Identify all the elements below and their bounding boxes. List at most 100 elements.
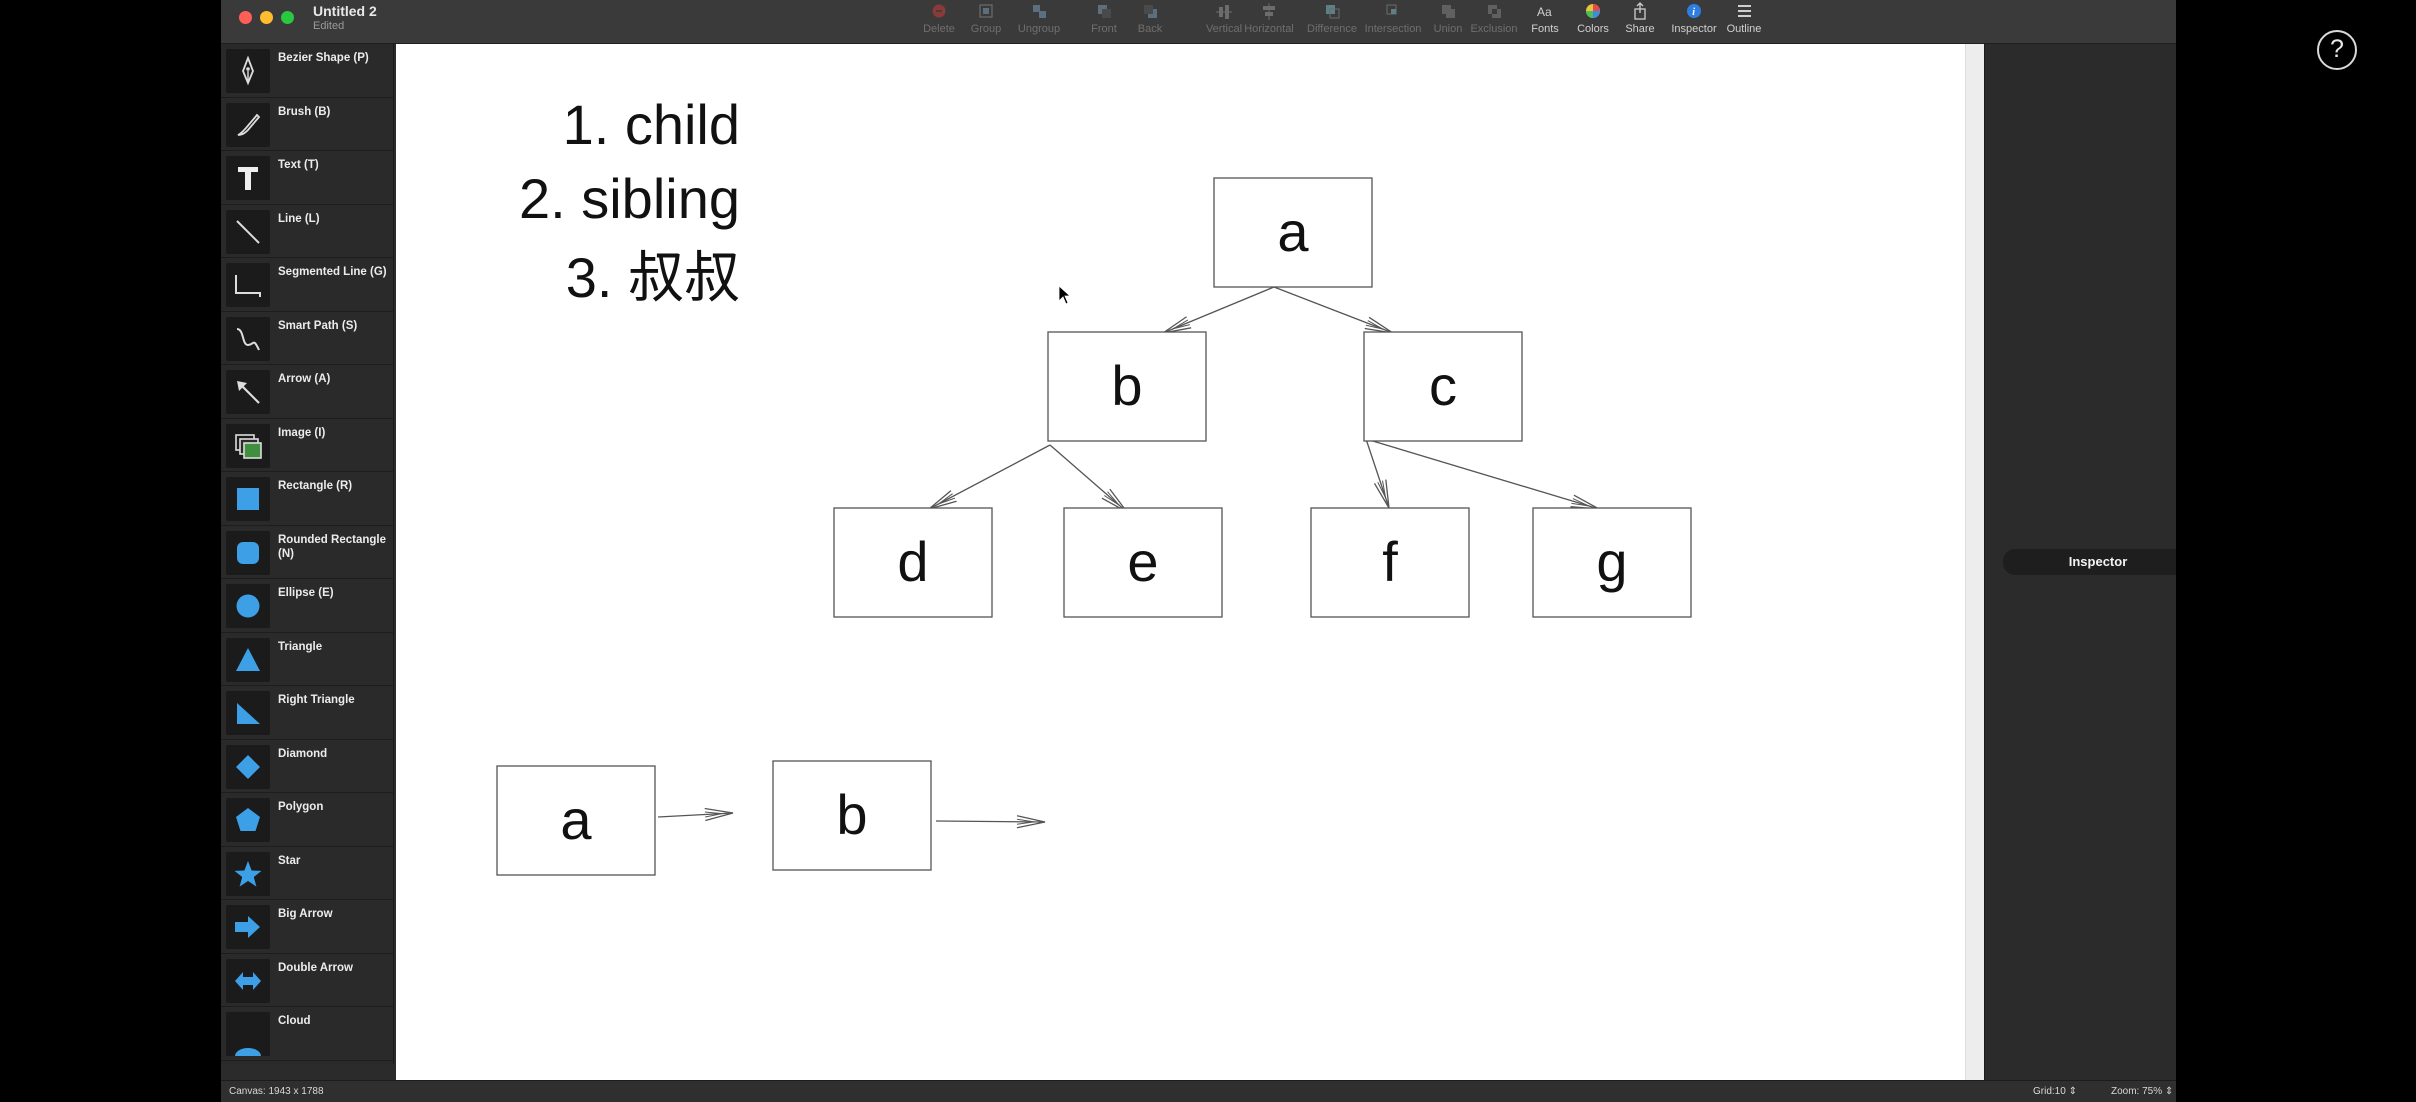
- tool-label: Text (T): [278, 159, 319, 171]
- list-item-2[interactable]: 2. sibling: [519, 167, 740, 230]
- tree-node-e[interactable]: e: [1063, 507, 1223, 618]
- toolbar-outline-button[interactable]: Outline: [1715, 2, 1773, 42]
- toolbar-intersection-button[interactable]: Intersection: [1364, 2, 1422, 42]
- tool-line[interactable]: Line (L): [221, 205, 393, 258]
- chain-node-a[interactable]: a: [496, 765, 656, 876]
- tool-label: Triangle: [278, 640, 323, 653]
- help-button[interactable]: ?: [2317, 30, 2357, 70]
- minimize-window-button[interactable]: [260, 11, 273, 24]
- toolbar-group-button[interactable]: Group: [957, 2, 1015, 42]
- tool-big-arrow[interactable]: Big Arrow: [221, 900, 393, 954]
- tree-node-a[interactable]: a: [1213, 177, 1373, 288]
- difference-icon: [1326, 5, 1340, 19]
- chain-node-box[interactable]: [772, 760, 932, 871]
- tool-icon-box: [226, 263, 270, 307]
- colors-icon: [1586, 4, 1600, 18]
- tree-node-box[interactable]: [1363, 331, 1523, 442]
- tool-arrow[interactable]: Arrow (A): [221, 365, 393, 419]
- tree-node-box[interactable]: [1063, 507, 1223, 618]
- tree-node-box[interactable]: [1310, 507, 1470, 618]
- chain-node-b[interactable]: b: [772, 760, 932, 871]
- toolbar-label: Outline: [1726, 23, 1762, 35]
- toolbar-share-button[interactable]: Share: [1611, 2, 1669, 42]
- toolbar-label: Ungroup: [1017, 23, 1061, 35]
- canvas-size-label: Canvas: 1943 x 1788: [229, 1086, 324, 1097]
- canvas-scrollbar[interactable]: [1965, 44, 1984, 1080]
- toolbar-label: Vertical: [1205, 23, 1243, 35]
- tool-label: Image (I): [278, 426, 326, 439]
- tree-node-box[interactable]: [1047, 331, 1207, 442]
- zoom-control[interactable]: Zoom: 75% ⇕: [2111, 1086, 2174, 1097]
- tool-segmented-line[interactable]: Segmented Line (G): [221, 258, 393, 312]
- tree-node-label: b: [1111, 354, 1142, 417]
- toolbar-back-button[interactable]: Back: [1121, 2, 1179, 42]
- tool-pen[interactable]: Bezier Shape (P): [221, 44, 393, 98]
- tool-triangle[interactable]: Triangle: [221, 633, 393, 686]
- tool-icon-box: [226, 102, 270, 147]
- tool-right-triangle[interactable]: Right Triangle: [221, 686, 393, 740]
- tool-smart-path[interactable]: Smart Path (S): [221, 312, 393, 365]
- toolbar-union-button[interactable]: Union: [1419, 2, 1477, 42]
- tree-node-g[interactable]: g: [1532, 507, 1692, 618]
- tree-node-box[interactable]: [1213, 177, 1373, 288]
- tool-icon-box: [226, 744, 270, 789]
- chain-arrow-2[interactable]: [935, 815, 1046, 829]
- tool-text[interactable]: Text (T): [221, 151, 393, 205]
- tool-icon-box: [226, 316, 270, 361]
- tool-star[interactable]: Star: [221, 847, 393, 900]
- toolbar-delete-button[interactable]: Delete: [910, 2, 968, 42]
- tree-node-box[interactable]: [833, 507, 993, 618]
- tool-icon-box: [226, 958, 270, 1003]
- tree-edge-a-c[interactable]: [1273, 286, 1394, 334]
- tool-rectangle[interactable]: Rectangle (R): [221, 472, 393, 526]
- grid-control[interactable]: Grid:10 ⇕: [2033, 1086, 2077, 1097]
- close-window-button[interactable]: [239, 11, 252, 24]
- inspector-icon: i: [1687, 4, 1701, 18]
- toolbar-horizontal-button[interactable]: Horizontal: [1240, 2, 1298, 42]
- toolbar-ungroup-button[interactable]: Ungroup: [1010, 2, 1068, 42]
- tool-rounded-rectangle[interactable]: Rounded Rectangle (N): [221, 526, 393, 579]
- fonts-icon: Aa: [1537, 5, 1552, 19]
- chain-node-box[interactable]: [496, 765, 656, 876]
- toolbar-front-button[interactable]: Front: [1075, 2, 1133, 42]
- tree-node-c[interactable]: c: [1363, 331, 1523, 442]
- maximize-window-button[interactable]: [281, 11, 294, 24]
- tree-edge-b-d[interactable]: [928, 444, 1051, 510]
- tool-double-arrow[interactable]: Double Arrow: [221, 954, 393, 1007]
- tree-node-f[interactable]: f: [1310, 507, 1470, 618]
- toolbar-difference-button[interactable]: Difference: [1303, 2, 1361, 42]
- tree-edge-c-f[interactable]: [1365, 438, 1390, 509]
- chain-arrow-1[interactable]: [657, 807, 734, 822]
- tree-edge-b-e[interactable]: [1049, 444, 1128, 513]
- toolbar-label: Intersection: [1364, 23, 1422, 35]
- tree-node-b[interactable]: b: [1047, 331, 1207, 442]
- toolbar-colors-button[interactable]: Colors: [1564, 2, 1622, 42]
- tool-cloud[interactable]: Cloud: [221, 1007, 393, 1064]
- list-item-1[interactable]: 1. child: [563, 93, 740, 156]
- mouse-cursor: [1058, 285, 1072, 305]
- rectangle-icon: [237, 488, 259, 510]
- tree-node-box[interactable]: [1532, 507, 1692, 618]
- tree-edge-c-g[interactable]: [1365, 438, 1600, 510]
- tool-polygon[interactable]: Polygon: [221, 793, 393, 847]
- tool-brush[interactable]: Brush (B): [221, 98, 393, 151]
- toolbar-vertical-button[interactable]: Vertical: [1195, 2, 1253, 42]
- tree-edge-a-b[interactable]: [1162, 286, 1275, 334]
- tree-node-label: c: [1429, 354, 1457, 417]
- toolbar-exclusion-button[interactable]: Exclusion: [1465, 2, 1523, 42]
- toolbar-label: Fonts: [1531, 23, 1559, 35]
- tree-node-d[interactable]: d: [833, 507, 993, 618]
- toolbar-label: Horizontal: [1244, 23, 1294, 35]
- tool-image[interactable]: Image (I): [221, 419, 393, 472]
- group-icon: [979, 4, 993, 18]
- ellipse-icon: [236, 594, 260, 618]
- list-item-3[interactable]: 3. 叔叔: [566, 246, 740, 309]
- tool-ellipse[interactable]: Ellipse (E): [221, 579, 393, 633]
- toolbar-label: Delete: [923, 23, 955, 35]
- tool-diamond[interactable]: Diamond: [221, 740, 393, 793]
